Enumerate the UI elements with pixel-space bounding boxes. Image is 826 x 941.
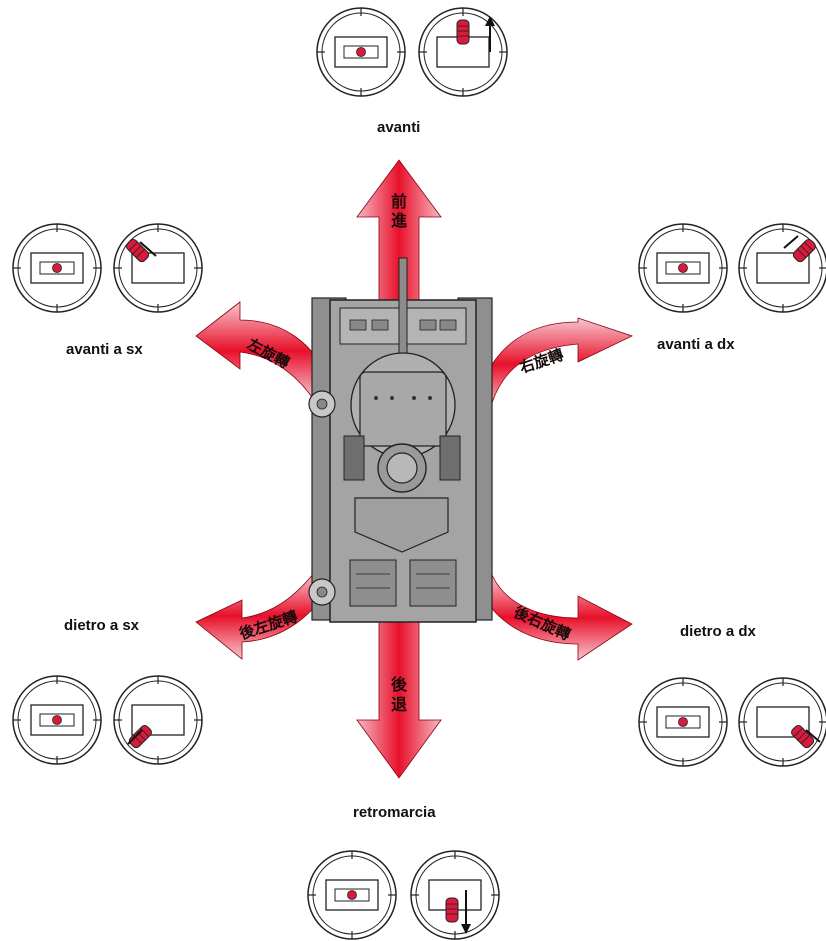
transmitter-forward-right	[639, 224, 826, 312]
transmitter-backward-right	[639, 678, 826, 766]
label-backward-left: dietro a sx	[64, 617, 139, 634]
transmitter-forward-left	[13, 224, 202, 312]
transmitter-backward	[308, 851, 499, 939]
arrow-forward-char2: 進	[391, 211, 407, 230]
tank-top-view	[309, 258, 492, 622]
transmitter-forward	[317, 8, 507, 96]
label-backward: retromarcia	[353, 804, 436, 821]
label-forward-right: avanti a dx	[657, 336, 735, 353]
label-forward: avanti	[377, 119, 420, 136]
arrow-backward-char2: 退	[391, 695, 407, 714]
label-backward-right: dietro a dx	[680, 623, 756, 640]
arrow-backward-char1: 後	[391, 675, 408, 694]
arrow-backward-right	[478, 575, 632, 660]
label-forward-left: avanti a sx	[66, 341, 143, 358]
arrow-forward-char1: 前	[391, 192, 407, 211]
transmitter-backward-left	[13, 676, 202, 764]
